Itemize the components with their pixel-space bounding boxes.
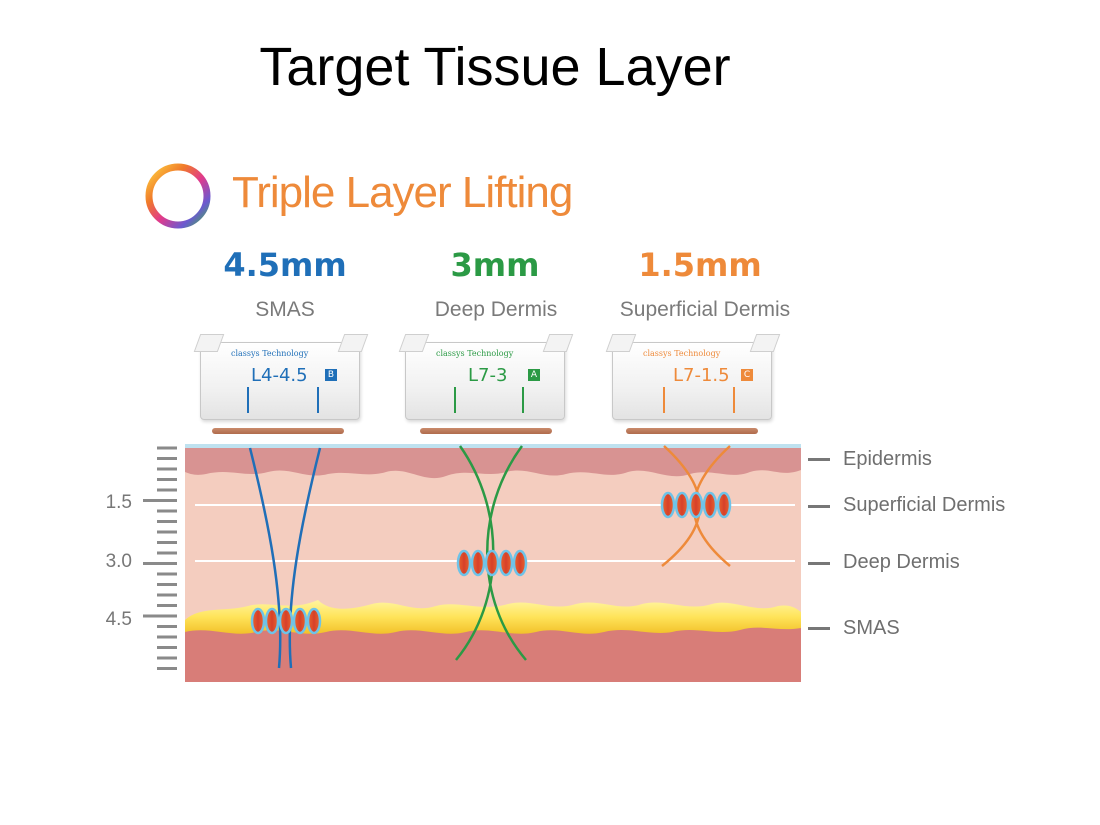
cartridge-focus-line xyxy=(247,387,249,413)
cartridge-brand: classys Technology xyxy=(643,349,721,358)
scale-label-1-5: 1.5 xyxy=(105,492,132,513)
layer-label-deep-dermis: Deep Dermis xyxy=(434,298,558,321)
cartridge-model: L4-4.5 xyxy=(251,365,308,386)
cartridge-focus-line xyxy=(522,387,524,413)
cartridge-badge: C xyxy=(741,369,753,381)
layer-label-smas: SMAS xyxy=(255,298,315,321)
focal-points-smas xyxy=(250,607,322,635)
epidermis-dash xyxy=(808,458,830,461)
cartridge-focus-line xyxy=(733,387,735,413)
brand-title: Triple Layer Lifting xyxy=(232,168,573,217)
cartridge-l7-3: classys Technology L7-3 A xyxy=(398,334,574,420)
rainbow-ring-icon xyxy=(145,163,211,229)
focal-points-superficial-dermis xyxy=(660,491,732,519)
transducer-smas xyxy=(212,428,344,434)
cartridge-focus-line xyxy=(454,387,456,413)
label-superficial-dermis: Superficial Dermis xyxy=(843,494,1006,516)
cartridge-badge: B xyxy=(325,369,337,381)
label-smas: SMAS xyxy=(843,617,900,639)
cartridge-badge: A xyxy=(528,369,540,381)
depth-scale xyxy=(143,446,177,670)
focal-points-deep-dermis xyxy=(456,549,528,577)
layer-label-superficial-dermis: Superficial Dermis xyxy=(619,298,791,321)
cartridge-model: L7-3 xyxy=(468,365,508,386)
cartridge-brand: classys Technology xyxy=(231,349,309,358)
cartridge-focus-line xyxy=(317,387,319,413)
deep-dermis-dash xyxy=(808,562,830,565)
label-epidermis: Epidermis xyxy=(843,448,932,470)
smas-fat-layer xyxy=(185,600,801,634)
epidermis-layer xyxy=(185,448,801,479)
depth-label-smas: 4.5mm xyxy=(223,246,347,284)
depth-label-superficial-dermis: 1.5mm xyxy=(638,246,762,284)
scale-label-4-5: 4.5 xyxy=(105,609,132,630)
skin-surface xyxy=(185,444,801,448)
cartridge-brand: classys Technology xyxy=(436,349,514,358)
smas-dash xyxy=(808,627,830,630)
depth-label-deep-dermis: 3mm xyxy=(450,246,540,284)
scale-label-3-0: 3.0 xyxy=(105,551,132,572)
page-title: Target Tissue Layer xyxy=(259,37,731,97)
cartridge-l4-4-5: classys Technology L4-4.5 B xyxy=(193,334,369,420)
cartridge-model: L7-1.5 xyxy=(673,365,730,386)
beam-smas-right xyxy=(288,447,322,669)
cartridge-focus-line xyxy=(663,387,665,413)
transducer-superficial-dermis xyxy=(626,428,758,434)
label-deep-dermis: Deep Dermis xyxy=(843,551,960,573)
beam-smas-left xyxy=(248,447,282,669)
superficial-dermis-dash xyxy=(808,505,830,508)
transducer-deep-dermis xyxy=(420,428,552,434)
cartridge-l7-1-5: classys Technology L7-1.5 C xyxy=(605,334,781,420)
